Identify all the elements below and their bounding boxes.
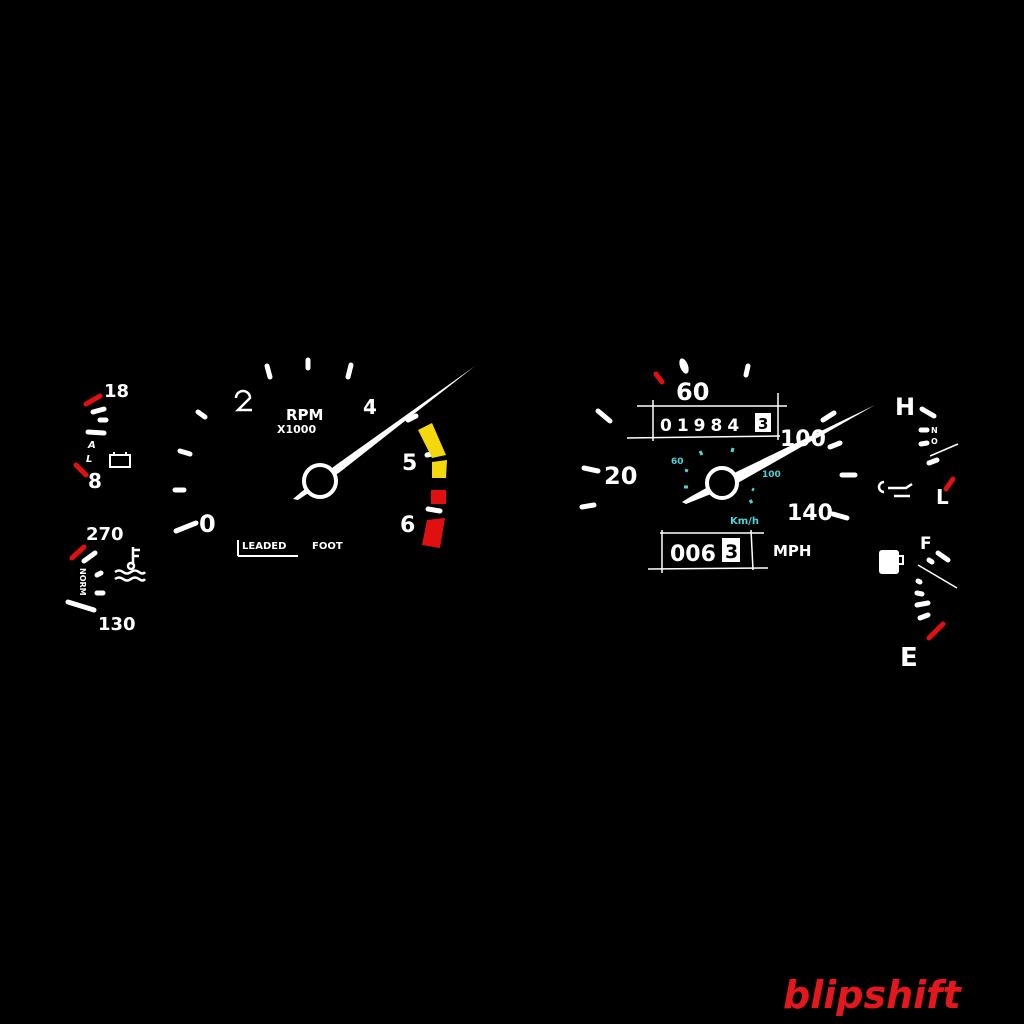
volt-tick [90,406,107,415]
odometer-last-digit: 3 [758,415,768,433]
tach-label-4: 4 [363,395,377,419]
tach-tick [425,506,443,514]
temp-low-tick [65,599,97,613]
speed-unit: MPH [773,542,811,560]
tach-label-6: 6 [400,513,415,538]
trip-meter: 006 3 [647,529,769,573]
kmh-label-100: 100 [762,470,781,480]
speedo-tick [827,440,843,450]
tach-redline-band [422,518,445,548]
speedo-tick-red [653,371,665,385]
tach-tick [173,520,199,534]
fuel-tick [915,578,923,585]
kmh-unit: Km/h [730,516,759,527]
trip-last-digit: 3 [725,541,738,563]
tachometer: 0 4 5 6 RPM X1000 LEADED FOOT [172,357,475,557]
two-glyph-icon [234,389,252,412]
temperature-gauge: 270 NORM 130 [65,524,147,635]
fuel-tick [926,557,935,565]
fuel-full-label: F [920,534,932,554]
fuel-empty-label: E [900,643,918,673]
brand-word-leaded: LEADED [242,541,286,552]
volt-letter-a: A [87,440,96,451]
volt-tick [85,429,107,436]
kmh-label-60: 60 [671,457,684,467]
oil-high-label: H [895,393,915,421]
oil-gauge: H N O L [877,393,959,509]
tach-tick [405,413,419,423]
tach-redline-band [431,490,446,504]
temp-high-label: 270 [86,524,124,545]
volt-high-label: 18 [104,381,129,402]
speedo-hub [705,466,739,500]
oil-low-label: L [936,485,949,509]
speedo-tick [595,408,613,424]
fuel-gauge: F E [879,534,958,673]
voltmeter-gauge: 18 8 A L [73,381,131,493]
temp-tick [94,570,104,578]
fuel-tick [917,612,931,621]
speedo-tick [579,502,597,510]
tach-caution-band [432,460,447,478]
battery-icon [109,452,131,468]
oil-tick [919,406,937,419]
trip-digits: 006 [670,542,716,567]
tach-tick [177,448,193,457]
brand-word-foot: FOOT [312,541,343,552]
tach-tick [264,363,273,380]
speed-label-140: 140 [787,501,833,526]
tach-unit-rpm: RPM [286,406,323,424]
oil-mid-letter-o: O [931,437,938,446]
fuel-tick [935,550,951,563]
fuel-half-line [917,564,958,589]
odometer-digits: 01984 [660,416,744,436]
temp-tick [81,550,98,564]
oil-tick [918,440,930,447]
odometer: 01984 3 [626,393,787,441]
tach-hub [302,463,338,499]
speedo-tick [743,363,751,378]
speedo-tick [830,511,850,521]
oil-mid-letter-n: N [931,426,938,435]
speedo-tick [581,465,601,474]
fuel-icon [879,550,904,574]
oil-normal-line [929,443,959,457]
tach-label-5: 5 [402,451,417,476]
kmh-scale: 60 100 Km/h [671,447,781,527]
tach-unit-multiplier: X1000 [277,423,316,436]
speed-label-20: 20 [604,462,637,490]
tach-tick [195,409,208,420]
volt-high-tick [83,393,103,407]
oil-low-tick [943,476,956,492]
tach-caution-band [418,423,446,458]
temp-norm-label: NORM [78,568,87,596]
volt-low-tick [73,462,89,478]
tach-label-0: 0 [199,510,216,538]
speedo-tick [679,358,689,374]
temp-low-label: 130 [98,614,136,635]
speed-label-60: 60 [676,378,709,406]
oil-can-icon [877,480,913,498]
blipshift-logo: blipshift [783,973,963,1017]
fuel-tick [914,590,925,597]
volt-low-label: 8 [88,469,102,493]
coolant-temp-icon [114,547,147,582]
fuel-empty-tick [926,621,946,641]
tach-needle [293,366,475,500]
volt-letter-l: L [86,454,92,465]
temp-high-tick [69,544,87,561]
fuel-tick [914,600,931,608]
oil-tick [926,457,940,466]
speedometer: 60 20 100 140 01984 3 60 100 Km/h 0 [579,358,875,573]
speedo-tick [820,410,837,423]
tach-tick [345,362,354,380]
